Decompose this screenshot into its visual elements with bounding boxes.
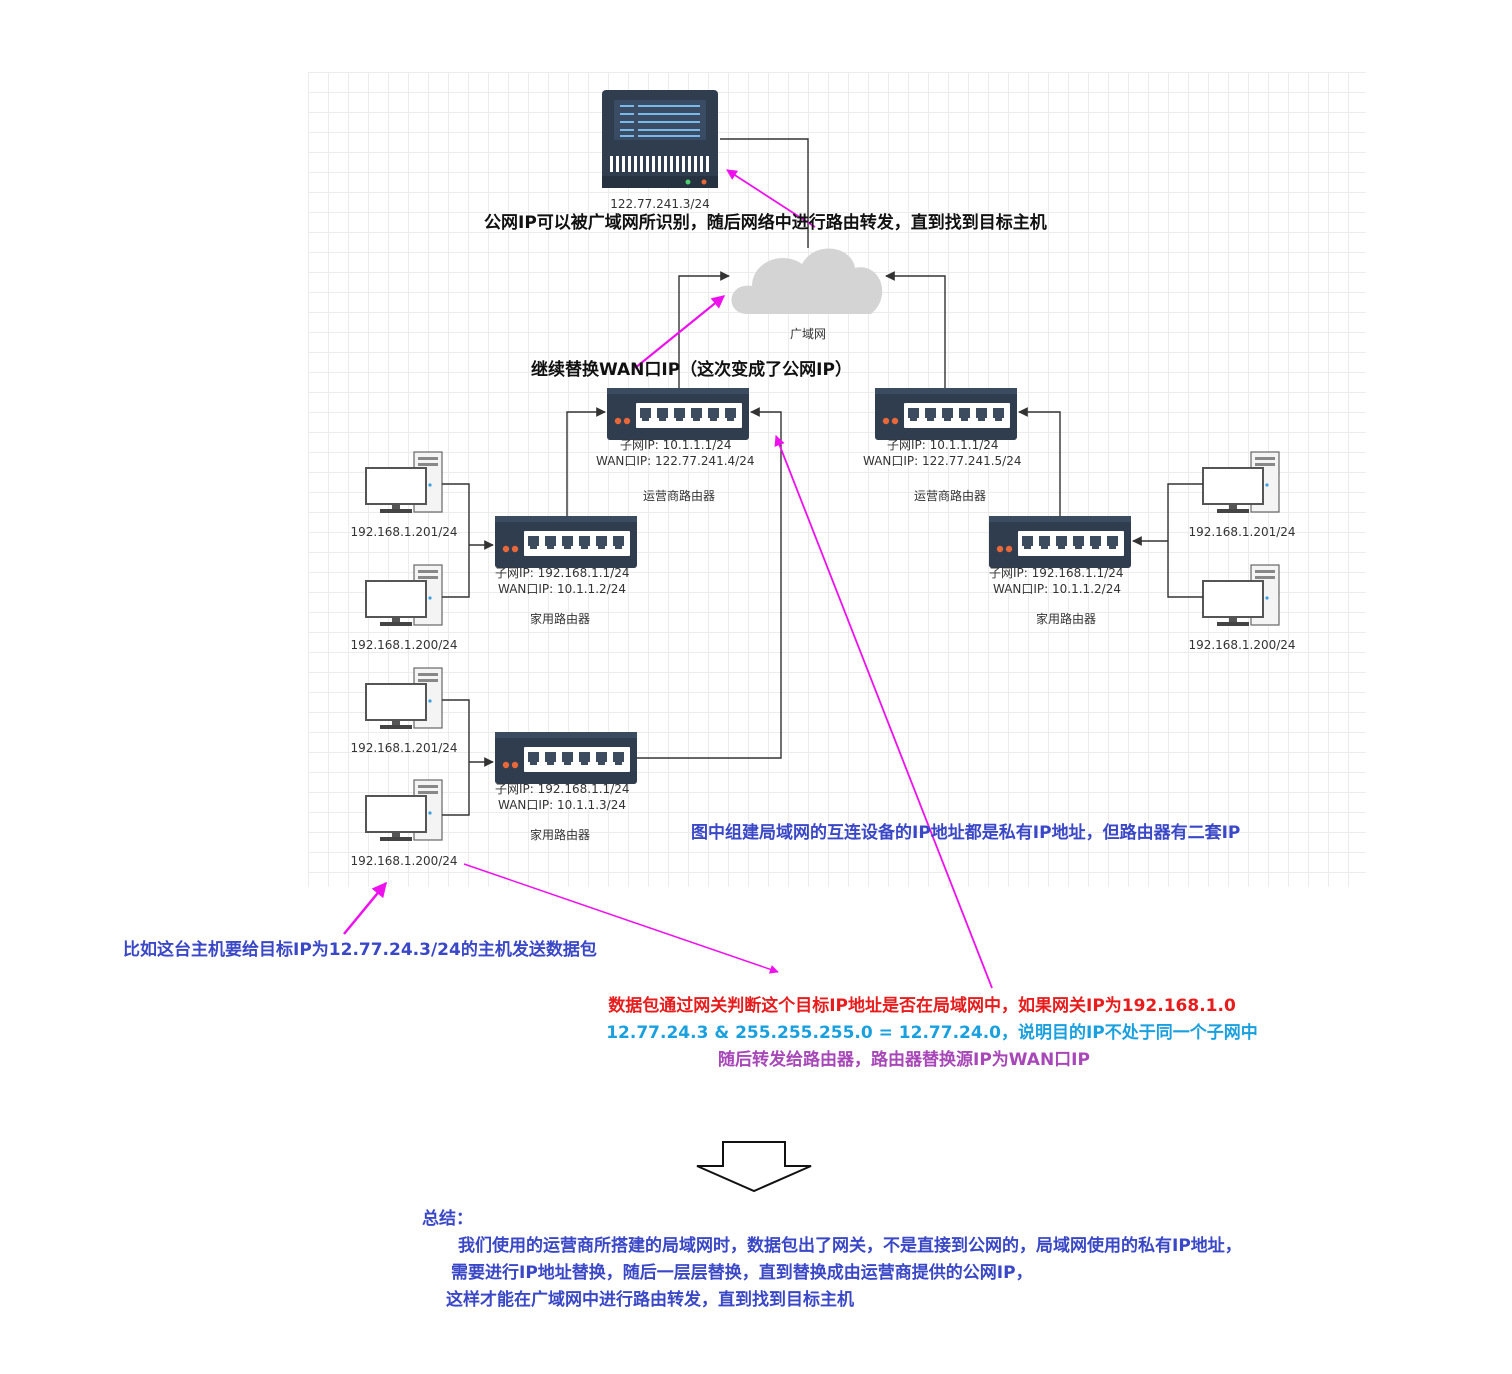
isp-router-icon-2	[875, 388, 1017, 440]
note-public-ip: 公网IP可以被广域网所识别，随后网络中进行路由转发，直到找到目标主机	[484, 213, 1047, 233]
home-router-2-name: 家用路由器	[529, 828, 591, 842]
host-ip-label: 192.168.1.200/24	[1188, 638, 1296, 652]
annotation-arrows	[343, 169, 993, 989]
summary-line1: 我们使用的运营商所搭建的局域网时，数据包出了网关，不是直接到公网的，局域网使用的…	[458, 1236, 1242, 1256]
host-ip-label: 192.168.1.200/24	[350, 854, 458, 868]
home-router-2-wan: WAN口IP: 10.1.1.3/24	[498, 798, 626, 812]
home-router-3-name: 家用路由器	[1035, 612, 1097, 626]
isp-router-icon-1	[607, 388, 749, 440]
home-router-1-name: 家用路由器	[529, 612, 591, 626]
isp-router-1-subnet: 子网IP: 10.1.1.1/24	[620, 438, 732, 452]
summary-title: 总结：	[422, 1209, 473, 1229]
note-gateway-line3: 随后转发给路由器，路由器替换源IP为WAN口IP	[718, 1050, 1090, 1070]
home-router-icon-3	[989, 516, 1131, 568]
host-ip-label: 192.168.1.201/24	[350, 741, 458, 755]
down-arrow-icon	[696, 1141, 812, 1193]
pc-icon-6	[1202, 564, 1280, 627]
isp-router-1-wan: WAN口IP: 122.77.241.4/24	[596, 454, 755, 468]
note-gateway-line2: 12.77.24.3 & 255.255.255.0 = 12.77.24.0，…	[606, 1023, 1258, 1043]
cloud-label: 广域网	[789, 327, 827, 341]
summary-line2: 需要进行IP地址替换，随后一层层替换，直到替换成由运营商提供的公网IP，	[451, 1263, 1033, 1283]
note-replace-wan: 继续替换WAN口IP（这次变成了公网IP）	[531, 360, 852, 380]
home-router-2-subnet: 子网IP: 192.168.1.1/24	[495, 782, 630, 796]
cloud-icon	[731, 248, 883, 314]
isp-router-2-name: 运营商路由器	[913, 489, 987, 503]
pc-icon-1	[365, 451, 443, 514]
home-router-icon-1	[495, 516, 637, 568]
host-ip-label: 192.168.1.200/24	[350, 638, 458, 652]
server-icon	[602, 90, 718, 188]
home-router-1-subnet: 子网IP: 192.168.1.1/24	[495, 566, 630, 580]
host-ip-label: 192.168.1.201/24	[350, 525, 458, 539]
home-router-1-wan: WAN口IP: 10.1.1.2/24	[498, 582, 626, 596]
isp-router-2-wan: WAN口IP: 122.77.241.5/24	[863, 454, 1022, 468]
pc-icon-5	[1202, 451, 1280, 514]
note-gateway-line1: 数据包通过网关判断这个目标IP地址是否在局域网中，如果网关IP为192.168.…	[608, 996, 1236, 1016]
note-example: 比如这台主机要给目标IP为12.77.24.3/24的主机发送数据包	[123, 940, 597, 960]
note-private-ip: 图中组建局域网的互连设备的IP地址都是私有IP地址，但路由器有二套IP	[691, 823, 1241, 843]
isp-router-1-name: 运营商路由器	[642, 489, 716, 503]
home-router-3-subnet: 子网IP: 192.168.1.1/24	[989, 566, 1124, 580]
pc-icon-3	[365, 667, 443, 730]
server-ip-label: 122.77.241.3/24	[610, 197, 710, 211]
connectors	[442, 138, 1203, 816]
pc-icon-4	[365, 779, 443, 842]
home-router-3-wan: WAN口IP: 10.1.1.2/24	[993, 582, 1121, 596]
summary-line3: 这样才能在广域网中进行路由转发，直到找到目标主机	[446, 1290, 854, 1310]
diagram-canvas	[308, 72, 1366, 887]
home-router-icon-2	[495, 732, 637, 784]
host-ip-label: 192.168.1.201/24	[1188, 525, 1296, 539]
isp-router-2-subnet: 子网IP: 10.1.1.1/24	[887, 438, 999, 452]
pc-icon-2	[365, 564, 443, 627]
